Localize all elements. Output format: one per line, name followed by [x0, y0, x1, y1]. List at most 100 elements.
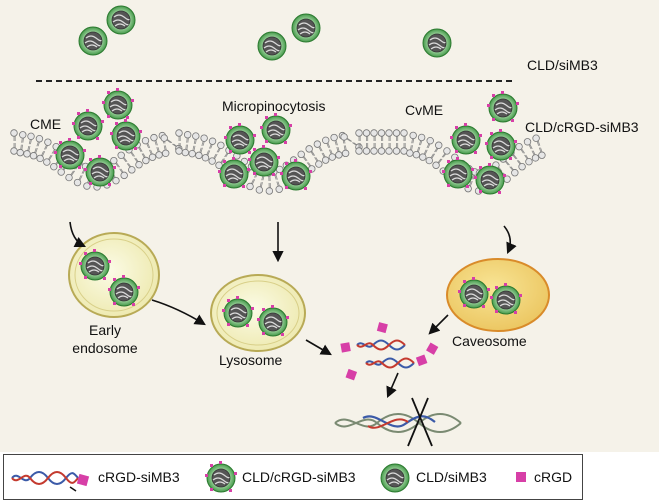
lipid-head — [117, 151, 125, 160]
lipid-head — [35, 135, 44, 143]
lipid-head — [83, 182, 91, 190]
lipid-head — [246, 182, 254, 191]
lipid-head — [57, 168, 65, 176]
nanoparticle-icon — [78, 26, 108, 56]
lipid-head — [330, 133, 338, 142]
lipid-head — [532, 134, 540, 142]
lipid-head — [355, 129, 363, 137]
label-cvme: CvME — [405, 102, 444, 118]
lipid-head — [315, 160, 323, 168]
lipid-head — [362, 147, 371, 155]
lysosome — [210, 274, 306, 352]
arrow-icon — [386, 372, 399, 399]
lipid-head — [426, 136, 434, 145]
nanoparticle-icon — [422, 28, 452, 58]
sirna-duplex-icon — [11, 471, 90, 492]
lipid-head — [142, 156, 150, 165]
crgd-square-icon — [340, 342, 351, 353]
lipid-head — [195, 151, 203, 160]
lipid-head — [215, 161, 223, 169]
lipid-head — [110, 156, 118, 165]
lipid-head — [29, 152, 38, 160]
nanoparticle-icon — [204, 461, 238, 495]
lipid-head — [27, 132, 35, 141]
lipid-head — [10, 129, 18, 137]
lipid-head — [128, 166, 136, 174]
lipid-head — [120, 171, 128, 180]
lipid-head — [175, 147, 183, 155]
lipid-head — [44, 138, 52, 146]
lipid-head — [19, 131, 27, 139]
lipid-head — [50, 162, 58, 171]
label-micropinocytosis: Micropinocytosis — [222, 98, 326, 114]
dna-helix-icon — [334, 397, 462, 447]
legend-label-cld-crgd-simb3: CLD/cRGD-siMB3 — [242, 469, 356, 485]
lipid-head — [443, 147, 451, 155]
lipid-head — [112, 176, 120, 185]
lipid-head — [188, 149, 196, 158]
label-lysosome: Lysosome — [219, 352, 283, 368]
lipid-head — [392, 147, 401, 155]
lipid-head — [141, 136, 150, 145]
legend-label-crgd-simb3: cRGD-siMB3 — [98, 469, 180, 485]
lipid-head — [16, 148, 24, 157]
lipid-head — [36, 154, 44, 163]
lipid-head — [370, 147, 378, 155]
lipid-head — [321, 156, 330, 164]
lipid-head — [322, 136, 330, 145]
lipid-head — [155, 151, 163, 159]
lipid-head — [328, 153, 336, 161]
lipid-head — [377, 129, 386, 137]
lipid-head — [435, 141, 443, 149]
arrow-icon — [428, 314, 449, 335]
lipid-head — [419, 153, 427, 161]
released-cargo — [340, 322, 439, 381]
label-endosome: endosome — [72, 340, 138, 356]
lipid-head — [181, 148, 190, 157]
lipid-head — [200, 134, 208, 142]
lipid-head — [525, 157, 533, 166]
lipid-head — [385, 129, 393, 137]
lipid-head — [65, 173, 73, 182]
crgd-square-icon — [516, 472, 526, 482]
lipid-head — [161, 149, 170, 157]
legend: cRGD-siMB3 CLD/cRGD-siMB3 CLD/siMB3 cRGD — [3, 454, 583, 500]
crgd-square-icon — [376, 322, 388, 334]
background — [0, 0, 659, 452]
legend-label-crgd: cRGD — [534, 469, 573, 485]
lipid-head — [192, 132, 200, 140]
lipid-head — [183, 131, 192, 139]
label-cld-simb3: CLD/siMB3 — [527, 57, 598, 73]
lipid-head — [355, 147, 363, 155]
label-early: Early — [89, 322, 121, 338]
crgd-square-icon — [426, 342, 439, 355]
lipid-head — [175, 129, 183, 137]
lipid-head — [511, 169, 519, 177]
lipid-head — [400, 129, 408, 137]
lipid-head — [148, 153, 157, 161]
lipid-head — [201, 154, 210, 162]
lipid-head — [409, 131, 417, 140]
lipid-head — [362, 129, 371, 137]
lipid-head — [523, 138, 532, 146]
lipid-head — [341, 149, 350, 158]
lipid-head — [208, 157, 216, 165]
lipid-head — [335, 151, 343, 159]
lipid-head — [515, 142, 523, 151]
legend-label-cld-simb3: CLD/siMB3 — [416, 469, 487, 485]
crgd-square-icon — [415, 354, 428, 367]
lipid-head — [432, 161, 440, 169]
nanoparticle-icon — [380, 463, 410, 493]
lipid-head — [150, 133, 158, 142]
lipid-head — [425, 156, 433, 165]
label-caveosome: Caveosome — [452, 333, 527, 349]
lipid-head — [43, 158, 51, 166]
lipid-head — [412, 150, 421, 159]
nanoparticle-icon — [291, 13, 321, 43]
lipid-head — [531, 154, 540, 162]
nanoparticle-icon — [257, 31, 287, 61]
lipid-head — [217, 141, 225, 150]
lipid-head — [392, 129, 401, 137]
lipid-head — [313, 140, 322, 148]
